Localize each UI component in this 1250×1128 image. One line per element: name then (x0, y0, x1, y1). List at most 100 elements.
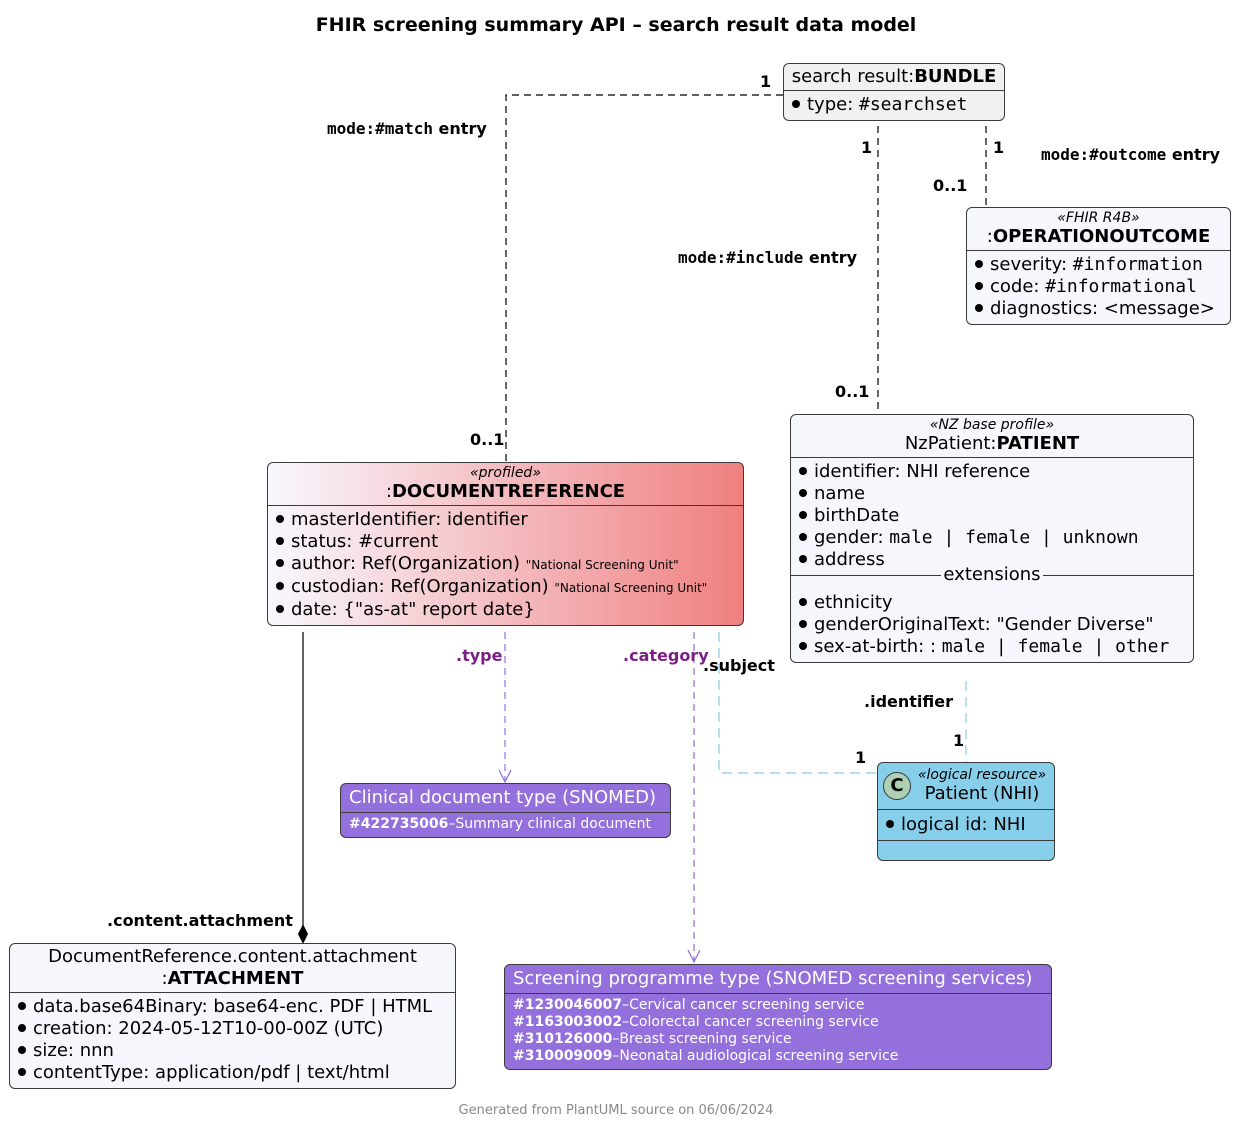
field: author: Ref(Organization) "National Scre… (276, 553, 735, 576)
field-key: logical id: (901, 814, 994, 835)
code: #310126000 (513, 1031, 613, 1047)
class-c-icon: C (883, 772, 911, 800)
include-mult-target: 0..1 (835, 382, 870, 401)
field-value: #current (358, 531, 439, 552)
field-value: Ref(Organization) (361, 553, 521, 574)
field-key: size: (33, 1040, 80, 1061)
clinical-doc-type-enum[interactable]: Clinical document type (SNOMED) #4227350… (340, 783, 671, 838)
field-key: diagnostics: (990, 298, 1104, 319)
link-match (505, 94, 783, 462)
match-mult-target: 0..1 (470, 430, 505, 449)
code: #310009009 (513, 1048, 613, 1064)
field-value: identifier (447, 509, 528, 530)
stereotype: «profiled» (470, 465, 541, 481)
attachment-fields: data.base64Binary: base64-enc. PDF | HTM… (10, 993, 455, 1088)
patient-extensions: ethnicity genderOriginalText: "Gender Di… (791, 592, 1193, 662)
field-value: {"as-at" report date} (343, 599, 535, 620)
screening-programme-type-enum[interactable]: Screening programme type (SNOMED screeni… (504, 964, 1052, 1070)
field: name (799, 483, 1185, 505)
composition-diamond (298, 924, 308, 944)
patient-fields: identifier: NHI reference name birthDate… (791, 458, 1193, 571)
field-value: nnn (79, 1040, 114, 1061)
code-label: –Colorectal cancer screening service (622, 1014, 879, 1030)
field-key: type: (807, 94, 859, 115)
patient-nhi-fields: logical id: NHI (878, 810, 1054, 841)
field-key: genderOriginalText: (814, 614, 997, 635)
code-label: –Summary clinical document (448, 816, 652, 832)
enum-value: #310009009–Neonatal audiological screeni… (513, 1048, 1043, 1065)
arrow-type (498, 769, 512, 784)
field-key: status: (291, 531, 359, 552)
field-value: 2024-05-12T10-00-00Z (UTC) (118, 1018, 384, 1039)
operationoutcome-class[interactable]: «FHIR R4B» :OPERATIONOUTCOME severity: #… (966, 207, 1231, 325)
field-key: address (814, 549, 885, 570)
footer-note: Generated from PlantUML source on 06/06/… (458, 1103, 774, 1118)
patient-class[interactable]: «NZ base profile» NzPatient:PATIENT iden… (790, 414, 1194, 663)
extension: ethnicity (799, 592, 1185, 614)
bundle-class[interactable]: search result:BUNDLE type: #searchset (783, 63, 1005, 121)
class-name: PATIENT (996, 433, 1080, 454)
field-key: code: (990, 276, 1046, 297)
bundle-fields: type: #searchset (784, 91, 1004, 120)
field-value: application/pdf | text/html (155, 1062, 390, 1083)
extensions-separator: extensions (791, 564, 1193, 598)
documentreference-class[interactable]: «profiled» :DOCUMENTREFERENCE masterIden… (267, 462, 744, 626)
separator-label: extensions (941, 564, 1043, 585)
link-subject (718, 632, 877, 774)
enum-values: #1230046007–Cervical cancer screening se… (505, 994, 1051, 1069)
name-prefix: NzPatient: (904, 433, 997, 454)
include-mult-source: 1 (861, 138, 873, 157)
identifier-label: .identifier (864, 692, 953, 711)
enum-title: Screening programme type (SNOMED screeni… (505, 965, 1051, 994)
field-key: birthDate (814, 505, 900, 526)
stereotype: «FHIR R4B» (1057, 210, 1140, 226)
field: masterIdentifier: identifier (276, 509, 735, 531)
name-prefix: : (986, 226, 993, 247)
content-attachment-label: .content.attachment (107, 911, 293, 930)
outcome-mode: mode:#outcome (1041, 145, 1167, 164)
enum-value: #1230046007–Cervical cancer screening se… (513, 997, 1043, 1014)
documentreference-fields: masterIdentifier: identifier status: #cu… (268, 506, 743, 625)
arrow-category (687, 949, 701, 964)
field-value: male | female | other (941, 636, 1170, 657)
field-key: ethnicity (814, 592, 893, 613)
patient-nhi-class[interactable]: C «logical resource» Patient (NHI) logic… (877, 762, 1055, 861)
attachment-class[interactable]: DocumentReference.content.attachment :AT… (9, 943, 456, 1089)
field-value: base64-enc. PDF | HTML (213, 996, 433, 1017)
field-key: severity: (990, 254, 1073, 275)
include-label: mode:#include entry (678, 248, 857, 267)
bundle-header: search result:BUNDLE (784, 64, 1004, 91)
include-entry: entry (808, 248, 858, 267)
field-value: NHI reference (906, 461, 1031, 482)
subject-label: .subject (703, 656, 775, 675)
field: gender: male | female | unknown (799, 527, 1185, 549)
code-label: –Breast screening service (612, 1031, 792, 1047)
code-label: –Neonatal audiological screening service (612, 1048, 899, 1064)
field-note: "National Screening Unit" (554, 581, 708, 595)
stereotype: «NZ base profile» (929, 417, 1055, 433)
field: creation: 2024-05-12T10-00-00Z (UTC) (18, 1018, 447, 1040)
attachment-header: DocumentReference.content.attachment :AT… (10, 944, 455, 993)
operationoutcome-fields: severity: #information code: #informatio… (967, 251, 1230, 324)
patient-nhi-header: C «logical resource» Patient (NHI) (878, 763, 1054, 810)
field-value: <message> (1103, 298, 1215, 319)
include-mode: mode:#include (678, 248, 804, 267)
enum-title: Clinical document type (SNOMED) (341, 784, 670, 813)
field: identifier: NHI reference (799, 461, 1185, 483)
name-prefix: : (161, 968, 168, 989)
field: diagnostics: <message> (975, 298, 1222, 320)
field-key: contentType: (33, 1062, 156, 1083)
name-prefix: : (385, 481, 392, 502)
bundle-name-prefix: search result: (791, 66, 915, 87)
stereotype: «logical resource» (917, 767, 1047, 783)
code: #1163003002 (513, 1014, 623, 1030)
bundle-field: type: #searchset (792, 94, 996, 116)
operationoutcome-header: «FHIR R4B» :OPERATIONOUTCOME (967, 208, 1230, 251)
field-value: NHI (993, 814, 1026, 835)
field-value: Ref(Organization) (390, 576, 549, 597)
patient-header: «NZ base profile» NzPatient:PATIENT (791, 415, 1193, 458)
field-key: custodian: (291, 576, 391, 597)
field-key: identifier: (814, 461, 907, 482)
code: #1230046007 (513, 997, 623, 1013)
